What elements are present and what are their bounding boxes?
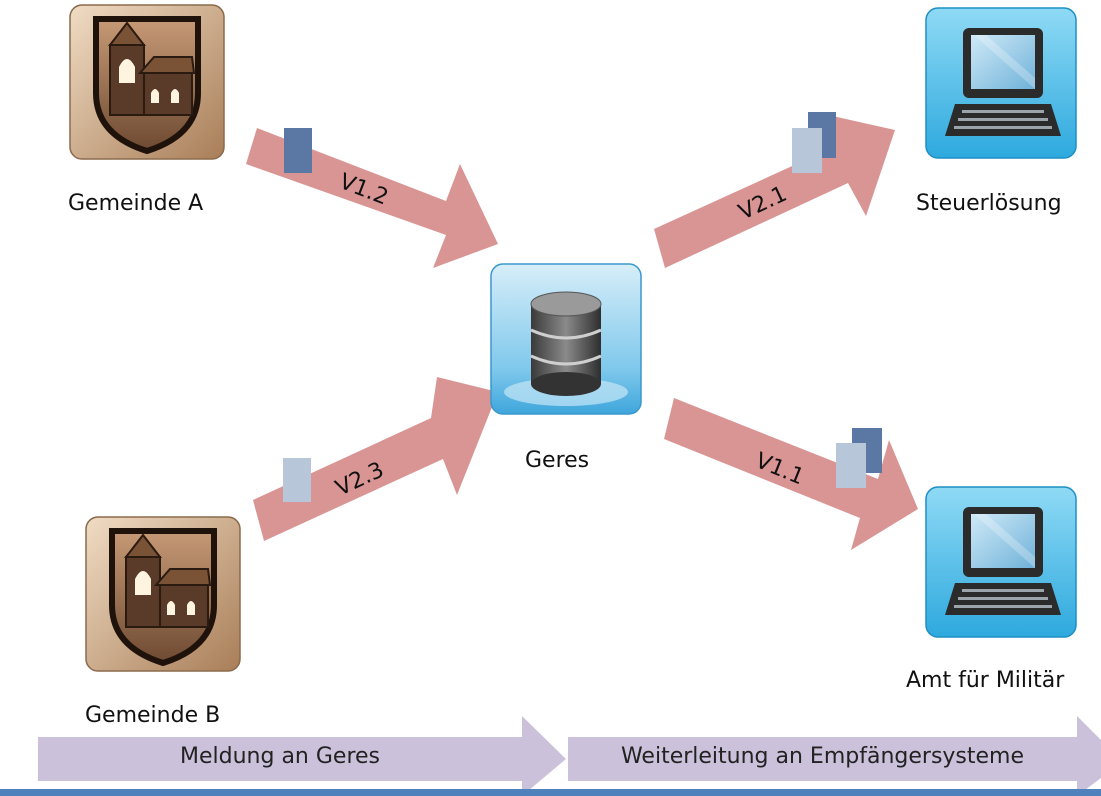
document-icon	[836, 443, 866, 488]
node-label-steuerloesung: Steuerlösung	[916, 191, 1062, 216]
flow-arrow-gemeinde-b	[253, 377, 498, 541]
municipality-shield-icon	[70, 5, 224, 159]
database-icon	[490, 263, 642, 415]
document-icon	[284, 128, 312, 173]
node-label-gemeinde-a: Gemeinde A	[68, 191, 204, 216]
node-label-geres: Geres	[525, 448, 590, 473]
phase-arrow-meldung	[38, 716, 566, 796]
computer-terminal-icon	[925, 486, 1077, 638]
municipality-shield-icon	[86, 517, 240, 671]
phase-arrow-weiterleitung	[568, 716, 1101, 796]
document-icon	[792, 128, 822, 173]
flow-arrow-militaer	[664, 398, 918, 550]
node-label-gemeinde-b: Gemeinde B	[85, 703, 221, 728]
bottom-rule	[0, 789, 1101, 796]
phase-label-weiterleitung: Weiterleitung an Empfängersysteme	[620, 744, 1025, 769]
document-icon	[283, 458, 311, 502]
phase-label-meldung: Meldung an Geres	[180, 744, 380, 769]
computer-terminal-icon	[925, 7, 1077, 159]
node-label-amt-militaer: Amt für Militär	[906, 668, 1065, 693]
